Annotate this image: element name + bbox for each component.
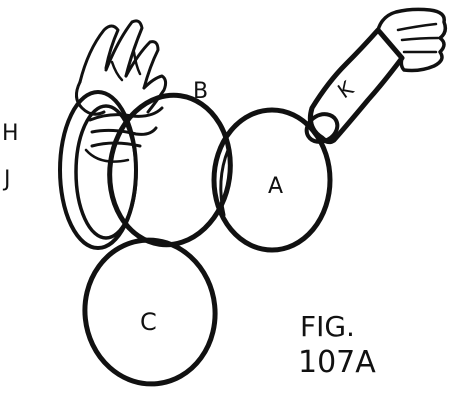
label-k: K xyxy=(333,76,358,104)
label-c: C xyxy=(140,308,157,336)
label-h: H xyxy=(2,121,19,146)
ring-k xyxy=(302,109,343,148)
left-hand xyxy=(76,21,165,162)
label-j: J xyxy=(2,167,11,192)
figure-caption-line1: FIG. xyxy=(300,310,355,343)
sleeve-k xyxy=(310,30,402,142)
ring-j xyxy=(76,106,136,238)
figure-caption-line2: 107A xyxy=(298,345,376,380)
label-a: A xyxy=(268,174,283,199)
label-b: B xyxy=(193,79,208,104)
